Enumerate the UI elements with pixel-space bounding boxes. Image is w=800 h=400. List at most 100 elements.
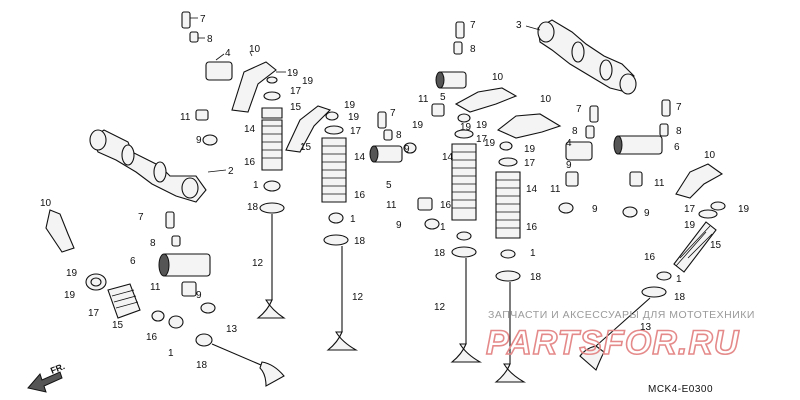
callout-19: 19 xyxy=(484,138,496,149)
watermark-line: ЗАПЧАСТИ И АКСЕССУАРЫ ДЛЯ МОТОТЕХНИКИ xyxy=(488,309,755,321)
diagram-code: MCK4-E0300 xyxy=(648,384,713,395)
callout-9: 9 xyxy=(566,160,572,171)
callout-10: 10 xyxy=(249,44,261,55)
callout-18: 18 xyxy=(674,292,686,303)
callout-7: 7 xyxy=(576,104,582,115)
callout-19: 19 xyxy=(476,120,488,131)
callout-18: 18 xyxy=(247,202,259,213)
callout-8: 8 xyxy=(207,34,213,45)
callout-17: 17 xyxy=(88,308,100,319)
callout-9: 9 xyxy=(592,204,598,215)
callout-18: 18 xyxy=(196,360,208,371)
callout-11: 11 xyxy=(654,178,665,189)
camshaft-left xyxy=(89,129,227,203)
bolt-group xyxy=(165,11,671,297)
rocker-shaft-5-mid xyxy=(369,145,403,163)
callout-1: 1 xyxy=(168,348,174,359)
callout-17: 17 xyxy=(350,126,362,137)
rocker-arm-1 xyxy=(231,61,277,113)
callout-16: 16 xyxy=(146,332,158,343)
callout-19: 19 xyxy=(64,290,76,301)
callout-17: 17 xyxy=(476,134,488,145)
callout-7: 7 xyxy=(470,20,476,31)
rocker-arm-4 xyxy=(496,113,562,139)
callout-19: 19 xyxy=(287,68,299,79)
rocker-arm-2 xyxy=(285,105,332,153)
callout-17: 17 xyxy=(524,158,536,169)
callout-18: 18 xyxy=(354,236,366,247)
callout-10: 10 xyxy=(492,72,504,83)
callout-15: 15 xyxy=(112,320,124,331)
callout-9: 9 xyxy=(644,208,650,219)
callout-12: 12 xyxy=(434,302,446,313)
callout-9: 9 xyxy=(404,144,410,155)
front-label: FR. xyxy=(49,361,66,376)
callouts: 7 8 4 10 19 19 17 15 11 9 14 16 1 18 12 … xyxy=(40,14,750,371)
callout-1: 1 xyxy=(253,180,259,191)
callout-1: 1 xyxy=(530,248,536,259)
callout-19: 19 xyxy=(412,120,424,131)
callout-19: 19 xyxy=(524,144,536,155)
valve-stack-a xyxy=(256,76,286,319)
rocker-arm-3 xyxy=(454,87,518,113)
rocker-shaft-6-left xyxy=(158,253,211,277)
callout-18: 18 xyxy=(530,272,542,283)
valve-stack-c xyxy=(450,113,483,363)
callout-19: 19 xyxy=(348,112,360,123)
callout-8: 8 xyxy=(572,126,578,137)
watermark-logo: PARTSFOR.RU xyxy=(486,324,740,362)
callout-17: 17 xyxy=(290,86,302,97)
callout-16: 16 xyxy=(644,252,656,263)
callout-10: 10 xyxy=(540,94,552,105)
callout-1: 1 xyxy=(676,274,682,285)
valve-stack-b xyxy=(321,111,359,351)
callout-7: 7 xyxy=(138,212,144,223)
callout-7: 7 xyxy=(390,108,396,119)
callout-14: 14 xyxy=(354,152,366,163)
callout-1: 1 xyxy=(440,222,446,233)
callout-11: 11 xyxy=(418,94,429,105)
rocker-arm-5 xyxy=(675,163,724,199)
callout-14: 14 xyxy=(442,152,454,163)
callout-8: 8 xyxy=(396,130,402,141)
rocker-shaft-4-right xyxy=(565,141,593,161)
valve-stack-d xyxy=(494,141,527,383)
rocker-arm-6 xyxy=(45,209,75,253)
callout-16: 16 xyxy=(244,157,256,168)
callout-1: 1 xyxy=(350,214,356,225)
callout-4: 4 xyxy=(225,48,231,59)
rocker-shaft-4-top xyxy=(205,61,233,81)
callout-19: 19 xyxy=(684,220,696,231)
valve-stack-f xyxy=(85,273,285,387)
rocker-shaft-6-right xyxy=(613,135,663,155)
callout-5: 5 xyxy=(386,180,392,191)
callout-15: 15 xyxy=(300,142,312,153)
callout-8: 8 xyxy=(470,44,476,55)
callout-19: 19 xyxy=(738,204,750,215)
callout-11: 11 xyxy=(150,282,161,293)
callout-7: 7 xyxy=(676,102,682,113)
callout-19: 19 xyxy=(344,100,356,111)
callout-10: 10 xyxy=(40,198,52,209)
callout-10: 10 xyxy=(704,150,716,161)
front-arrow-icon xyxy=(27,371,63,393)
rocker-shaft-5-top xyxy=(435,71,467,89)
callout-6: 6 xyxy=(674,142,680,153)
callout-16: 16 xyxy=(354,190,366,201)
callout-14: 14 xyxy=(526,184,538,195)
callout-9: 9 xyxy=(196,290,202,301)
callout-14: 14 xyxy=(244,124,256,135)
callout-8: 8 xyxy=(150,238,156,249)
callout-15: 15 xyxy=(710,240,722,251)
callout-16: 16 xyxy=(526,222,538,233)
callout-4: 4 xyxy=(566,138,572,149)
callout-13: 13 xyxy=(640,322,652,333)
callout-2: 2 xyxy=(228,166,234,177)
callout-16: 16 xyxy=(440,200,452,211)
callout-11: 11 xyxy=(386,200,397,211)
callout-9: 9 xyxy=(196,135,202,146)
callout-11: 11 xyxy=(180,112,191,123)
callout-12: 12 xyxy=(352,292,364,303)
callout-9: 9 xyxy=(396,220,402,231)
